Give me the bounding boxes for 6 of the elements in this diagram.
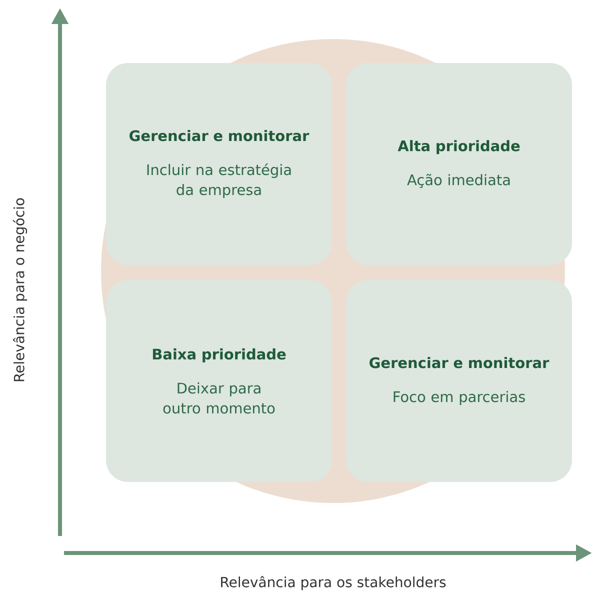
quadrant-box: Baixa prioridade Deixar para outro momento (106, 280, 332, 482)
quadrant-box: Alta prioridade Ação imediata (346, 63, 572, 265)
quadrant-box: Gerenciar e monitorar Incluir na estratégia da empresa (106, 63, 332, 265)
axis-label: Relevância para o negócio (12, 198, 28, 382)
quadrant-box: Gerenciar e monitorar Foco em parcerias (346, 280, 572, 482)
axis-label: Relevância para os stakeholders (221, 576, 446, 590)
